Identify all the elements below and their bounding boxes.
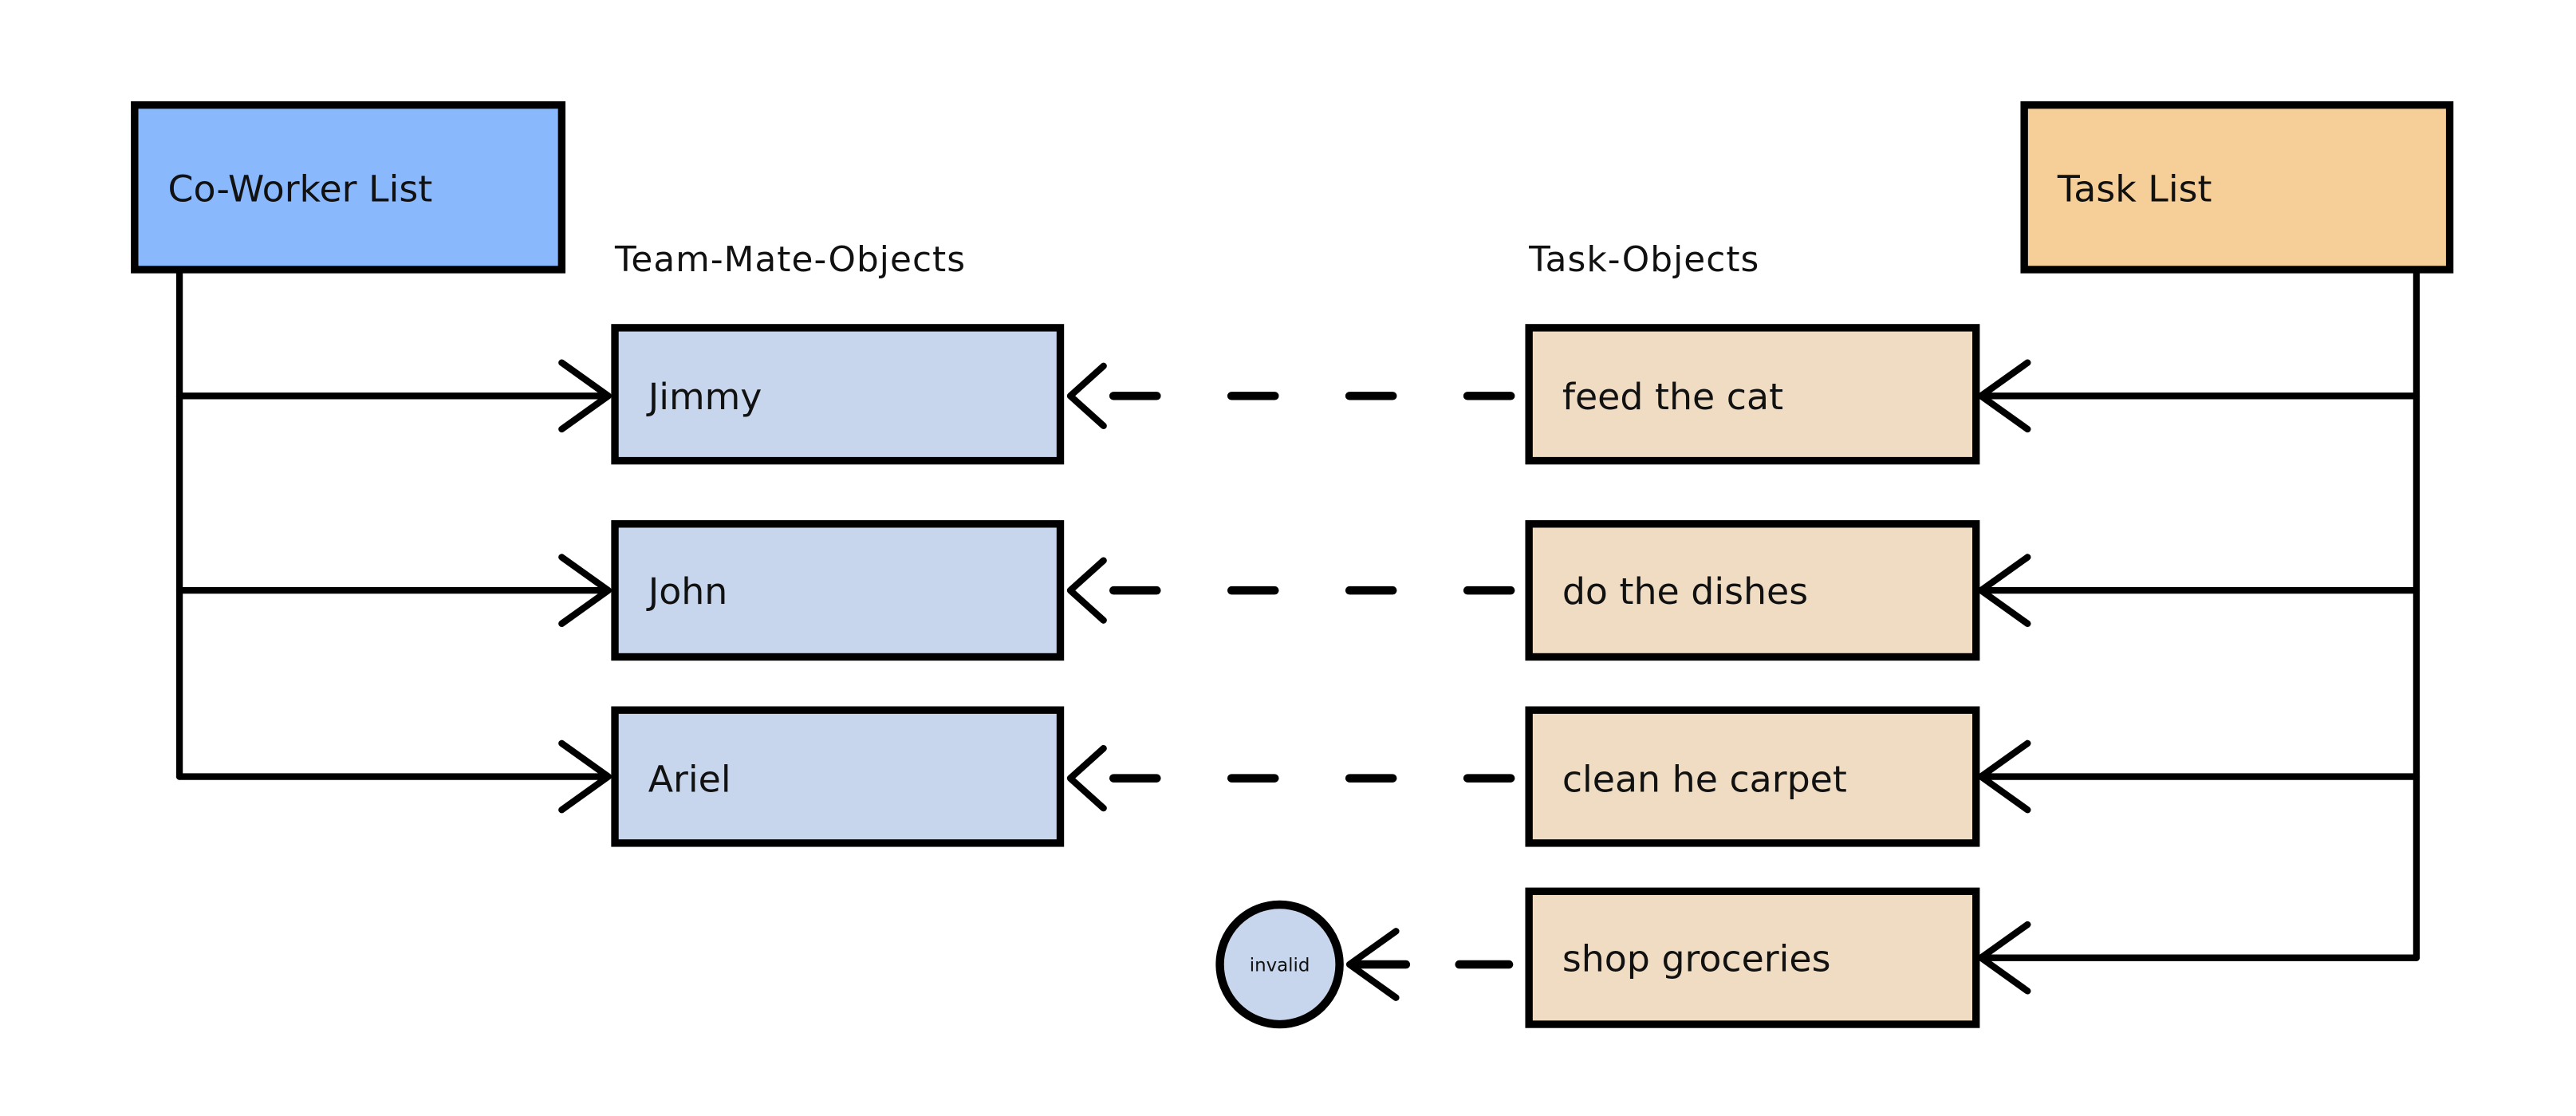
teammate-rect <box>611 706 1065 847</box>
arrow-to-task-1 <box>1977 359 2420 433</box>
task-rect <box>1525 324 1980 465</box>
task-node-4[interactable]: shop groceries <box>1525 887 1980 1028</box>
task-label: feed the cat <box>1562 375 1783 418</box>
teammate-node-john[interactable]: John <box>611 520 1065 661</box>
task-label: shop groceries <box>1562 937 1831 980</box>
teammate-rect <box>611 520 1065 661</box>
task-node-2[interactable]: do the dishes <box>1525 520 1980 661</box>
task-list-rect <box>2020 101 2454 274</box>
dashed-arrowhead-3 <box>1066 744 1107 812</box>
arrow-to-task-4 <box>1977 921 2420 995</box>
task-label: clean he carpet <box>1562 757 1847 800</box>
task-label: do the dishes <box>1562 570 1808 613</box>
task-list-label: Task List <box>2057 168 2212 211</box>
coworker-list-box[interactable]: Co-Worker List <box>131 101 566 274</box>
task-rect <box>1525 520 1980 661</box>
teammate-objects-header: Team-Mate-Objects <box>614 239 966 280</box>
arrow-to-john <box>175 554 612 627</box>
invalid-circle <box>1215 900 1344 1029</box>
coworker-list-rect <box>131 101 566 274</box>
arrow-to-jimmy <box>175 359 612 433</box>
dashed-arrowhead-2 <box>1066 557 1107 624</box>
teammate-rect <box>611 324 1065 465</box>
teammate-label: John <box>646 570 728 613</box>
invalid-label: invalid <box>1250 955 1310 976</box>
arrow-to-task-2 <box>1977 554 2420 627</box>
task-node-1[interactable]: feed the cat <box>1525 324 1980 465</box>
coworker-connectors <box>175 266 612 814</box>
task-list-box[interactable]: Task List <box>2020 101 2454 274</box>
task-objects-header: Task-Objects <box>1528 239 1759 280</box>
arrow-to-task-3 <box>1977 739 2420 814</box>
teammate-node-jimmy[interactable]: Jimmy <box>611 324 1065 465</box>
coworker-list-label: Co-Worker List <box>167 168 432 211</box>
assignment-links <box>1066 362 1515 1001</box>
arrow-to-ariel <box>175 739 612 814</box>
task-rect <box>1525 706 1980 847</box>
teammate-label: Ariel <box>648 757 731 800</box>
teammate-node-ariel[interactable]: Ariel <box>611 706 1065 847</box>
teammate-label: Jimmy <box>646 375 762 418</box>
dashed-arrowhead-4 <box>1345 928 1400 1001</box>
task-rect <box>1525 887 1980 1028</box>
task-node-3[interactable]: clean he carpet <box>1525 706 1980 847</box>
invalid-node[interactable]: invalid <box>1215 900 1344 1029</box>
dashed-arrowhead-1 <box>1066 362 1107 429</box>
task-connectors <box>1977 266 2420 995</box>
